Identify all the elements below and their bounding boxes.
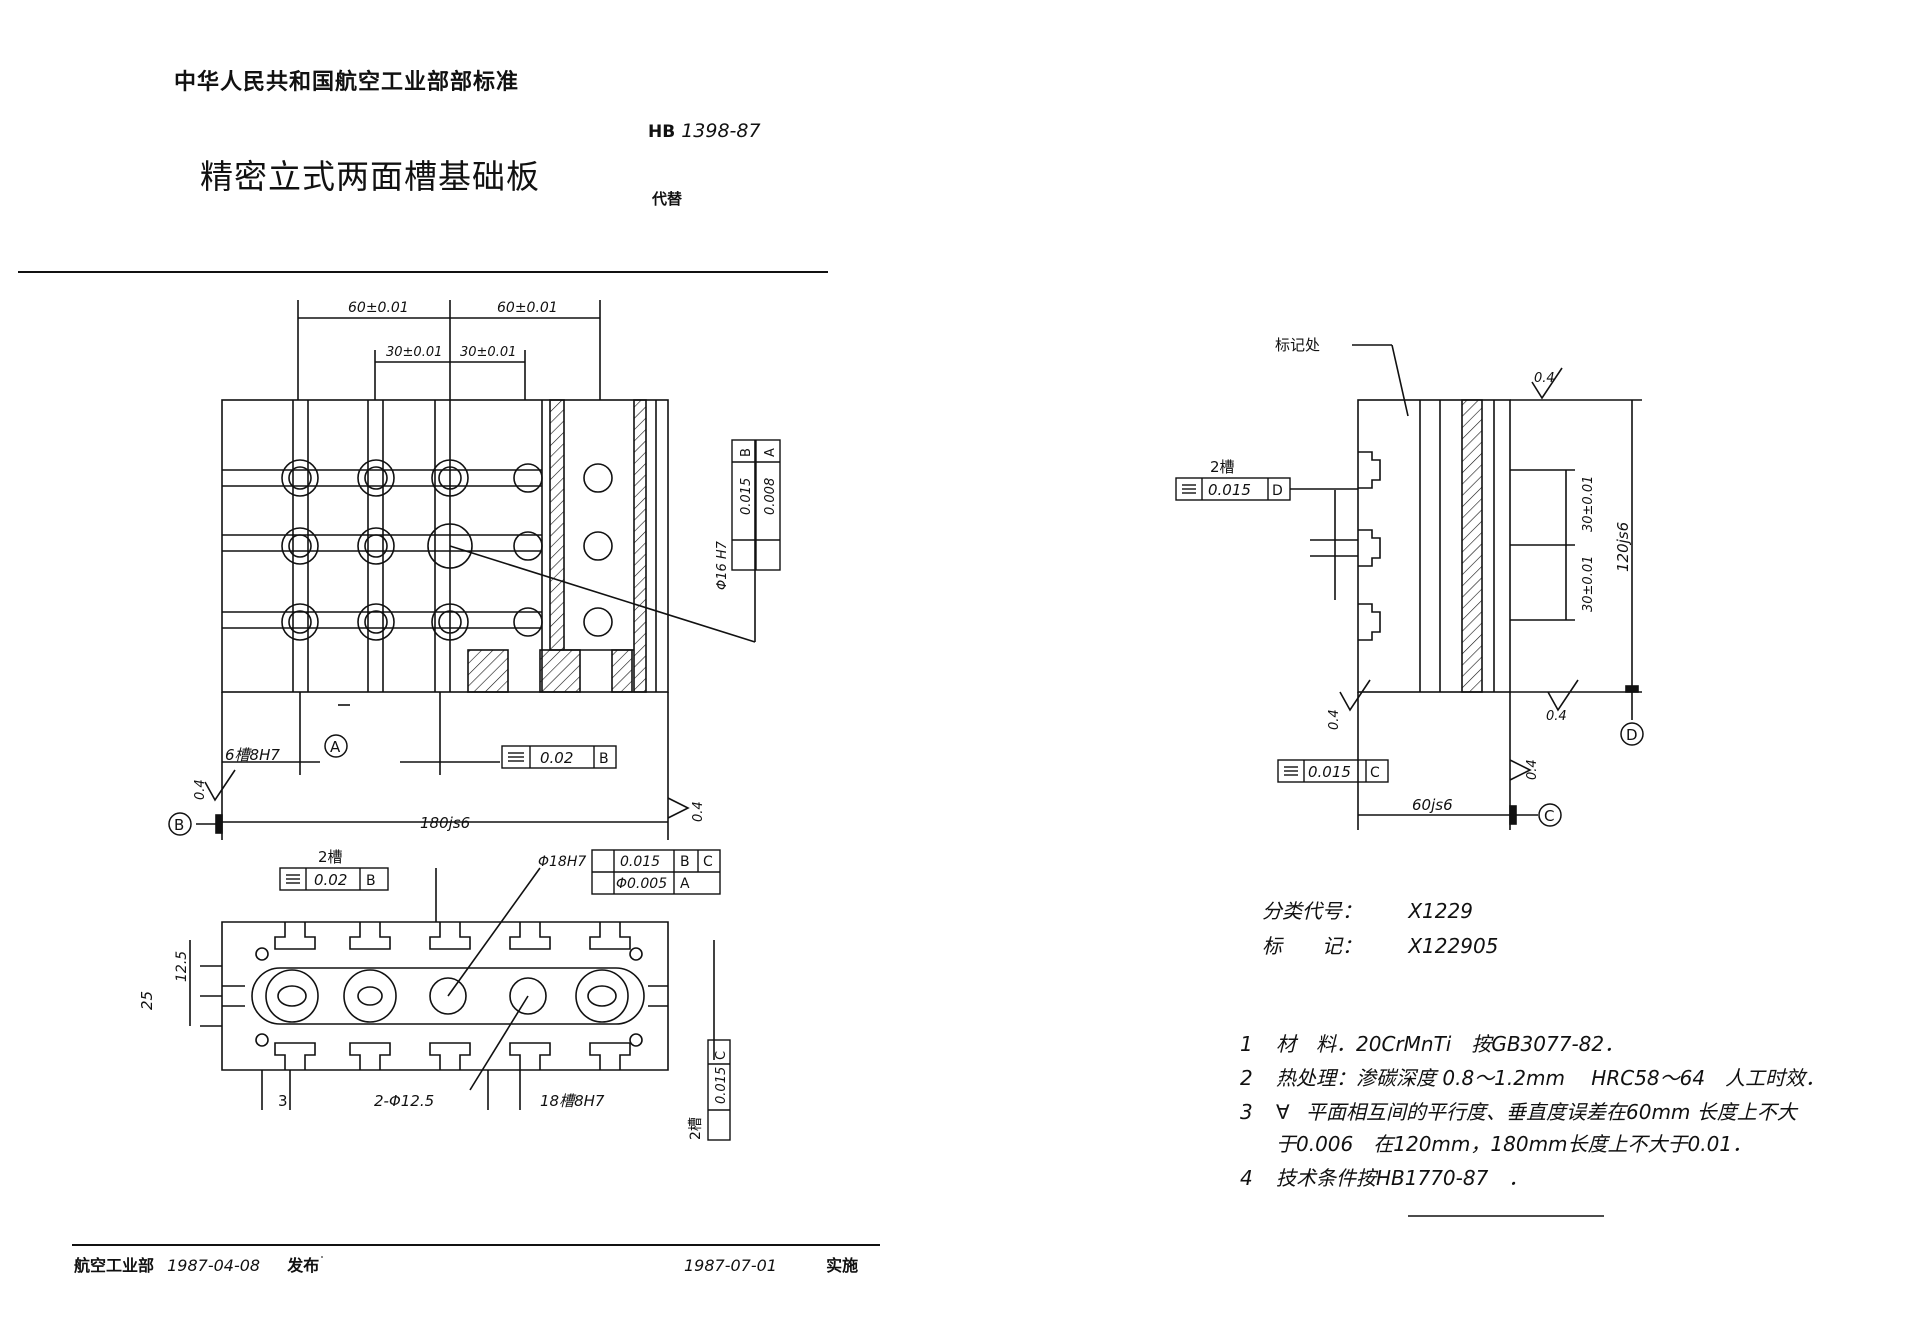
footer-impl-word: 实施 [826, 1256, 859, 1275]
top-holes-label: 2-Φ12.5 [374, 1092, 434, 1110]
issuing-organization: 中华人民共和国航空工业部部标准 [174, 70, 520, 95]
side-bottom-tol-value: 0.015 [1308, 763, 1351, 781]
dim-60-right: 60±0.01 [497, 300, 558, 316]
top-right-tol-datum-a: A [680, 876, 690, 892]
classification-label: 分类代号： [1262, 899, 1362, 923]
top-left-tol-datum: B [366, 873, 376, 889]
footer-impl-date: 1987-07-01 [684, 1256, 777, 1275]
top-right-tol-value-1: 0.015 [620, 854, 660, 870]
mark-label: 标 记： [1262, 934, 1362, 958]
side-top-tol-value: 0.015 [1208, 481, 1251, 499]
footer-issue-word: 发布 [287, 1256, 320, 1275]
front-hole-label: Φ16 H7 [715, 540, 730, 590]
side-rough-bottom: 0.4 [1546, 709, 1567, 724]
top-left-tol-frame [279, 867, 389, 891]
top-side-tol-value: 0.015 [714, 1067, 729, 1104]
footer-issue: 航空工业部 1987-04-08 发布 [74, 1252, 319, 1276]
dim-30-right: 30±0.01 [460, 345, 516, 360]
side-rough-right: 0.4 [1525, 759, 1540, 780]
replaces-label: 代替 [652, 190, 683, 208]
front-datum-a: A [330, 738, 341, 756]
side-rough-top: 0.4 [1534, 371, 1555, 386]
front-slot-label: 6槽8H7 [225, 746, 280, 764]
top-side-slot: 2槽 [688, 1117, 704, 1140]
top-slots-label: 18槽8H7 [540, 1092, 605, 1110]
mark-value: X122905 [1408, 934, 1499, 958]
footer-implementation: 1987-07-01 实施 [684, 1252, 858, 1276]
top-slot-title: 2槽 [318, 848, 343, 866]
top-side-tol-datum: C [714, 1051, 729, 1060]
top-side-tol-frame [707, 1039, 731, 1141]
roughness-symbol-icon: ∀ [1276, 1100, 1290, 1124]
side-dim-30-top: 30±0.01 [1581, 476, 1596, 532]
front-bottom-tol-datum: B [599, 751, 609, 767]
side-view [1310, 344, 1642, 830]
side-slot-title: 2槽 [1210, 458, 1235, 476]
front-view [196, 300, 756, 840]
side-dim-30-bottom: 30±0.01 [1581, 556, 1596, 612]
top-dim-125: 12.5 [174, 951, 190, 982]
note-item: 于0.006 在120mm，180mm长度上不大于0.01． [1276, 1132, 1753, 1156]
side-top-tol-datum: D [1272, 483, 1283, 499]
front-tol-015: 0.015 [739, 478, 754, 515]
top-dim-3: 3 [278, 1092, 288, 1110]
note-item: 3∀平面相互间的平行度、垂直度误差在60mm 长度上不大 [1240, 1100, 1797, 1124]
front-tol-datum-b: B [739, 448, 754, 457]
mark-row: 标 记： X122905 [1262, 930, 1498, 959]
front-length-dim: 180js6 [420, 814, 470, 832]
top-right-tol-datum-b: B [680, 854, 690, 870]
front-tol-datum-a: A [763, 448, 778, 457]
top-dim-25: 25 [138, 991, 156, 1010]
classification-row: 分类代号： X1229 [1262, 895, 1473, 924]
front-bottom-tol-frame [501, 745, 617, 769]
side-datum-d: D [1626, 726, 1638, 744]
side-datum-c: C [1544, 807, 1554, 825]
top-right-tol-datum-c: C [703, 854, 713, 870]
side-rough-left: 0.4 [1327, 709, 1342, 730]
side-mark-here: 标记处 [1275, 336, 1320, 354]
top-right-tol-frame [591, 849, 721, 895]
side-bottom-tol-frame [1277, 759, 1389, 783]
classification-value: X1229 [1408, 899, 1473, 923]
dim-30-left: 30±0.01 [386, 345, 442, 360]
top-left-tol-value: 0.02 [314, 871, 347, 889]
side-height-dim: 120js6 [1614, 522, 1632, 572]
side-bottom-tol-datum: C [1370, 765, 1380, 781]
footer-issuer: 航空工业部 [74, 1256, 155, 1275]
footer-issue-date: 1987-04-08 [167, 1256, 261, 1275]
front-bottom-tol-value: 0.02 [540, 749, 573, 767]
document-title: 精密立式两面槽基础板 [200, 157, 540, 196]
front-datum-b: B [174, 816, 184, 834]
side-width-dim: 60js6 [1412, 796, 1453, 814]
top-view [189, 867, 715, 1110]
top-hole-label: Φ18H7 [538, 854, 586, 870]
front-tol-008: 0.008 [763, 478, 778, 515]
front-rough-left: 0.4 [193, 779, 208, 800]
top-right-tol-value-2: Φ0.005 [616, 876, 667, 892]
front-tolerance-frame [731, 439, 781, 571]
dim-60-left: 60±0.01 [348, 300, 409, 316]
front-rough-right: 0.4 [691, 801, 706, 822]
